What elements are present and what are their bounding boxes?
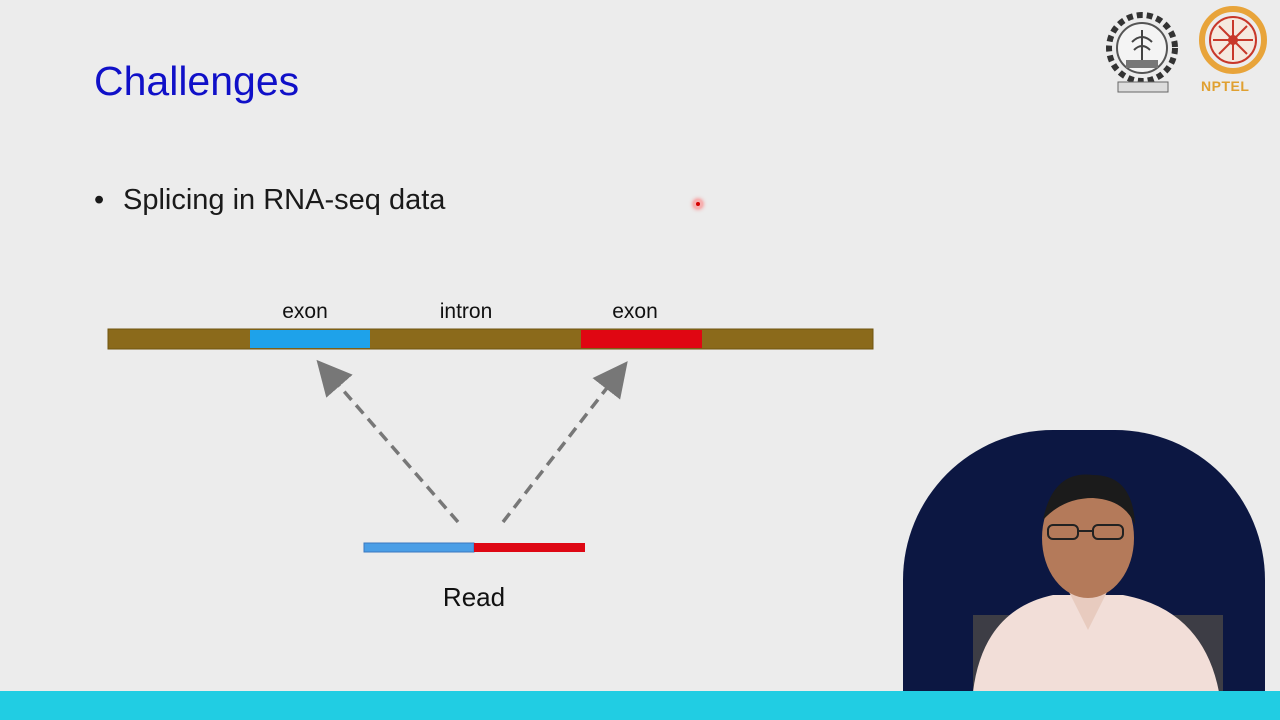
intron-label: intron [440, 300, 493, 323]
read-blue-segment [363, 542, 475, 553]
arrow-to-left-exon [316, 359, 460, 524]
nptel-logo-icon [1199, 6, 1267, 74]
read-red-segment [474, 543, 585, 552]
genome-bar [107, 328, 874, 350]
presenter-figure [973, 474, 1223, 692]
presenter-video [903, 430, 1265, 692]
exon-right-label: exon [612, 300, 658, 323]
exon-right-block [581, 330, 702, 348]
read-label: Read [443, 582, 505, 612]
iit-logo-icon [1106, 12, 1178, 93]
bullet-text: Splicing in RNA-seq data [123, 184, 446, 216]
exon-left-label: exon [282, 300, 328, 323]
bullet-icon: • [94, 184, 105, 216]
bottom-bar [0, 691, 1280, 720]
exon-left-block [250, 330, 370, 348]
laser-pointer [693, 199, 703, 209]
bullet-item: • Splicing in RNA-seq data [94, 184, 445, 217]
slide-title: Challenges [94, 58, 300, 104]
nptel-logo-text: NPTEL [1201, 78, 1250, 94]
arrow-to-right-exon [501, 361, 628, 524]
